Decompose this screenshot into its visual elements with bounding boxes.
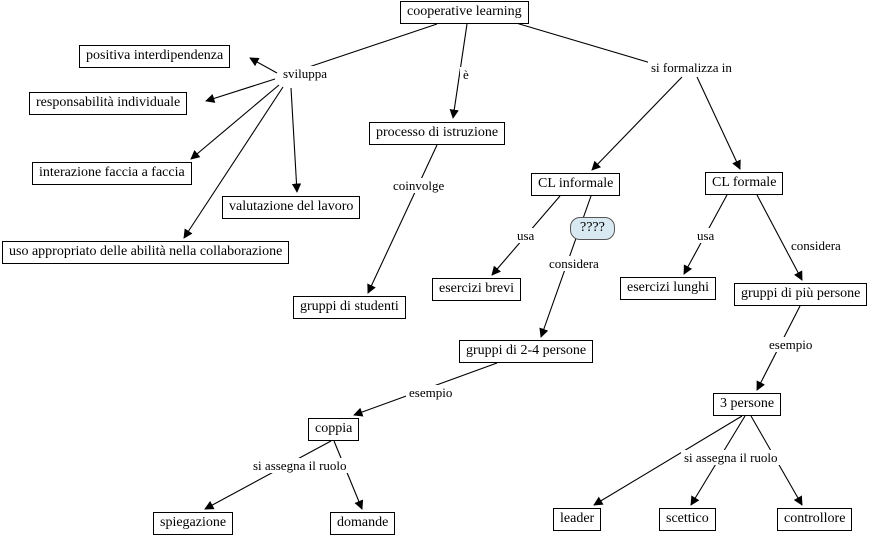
edge-arrow-gruppi-studenti [367, 144, 438, 294]
node-cl-informale[interactable]: CL informale [531, 173, 621, 196]
edge-label-esempio-informale[interactable]: esempio [406, 385, 456, 400]
edge-label-coinvolge[interactable]: coinvolge [390, 178, 448, 193]
node-question-marks[interactable]: ???? [570, 217, 615, 240]
edge-arrow-gruppi-piu [756, 194, 803, 281]
edge-arrow-valutazione [290, 87, 302, 193]
node-valutazione-del-lavoro[interactable]: valutazione del lavoro [222, 196, 361, 219]
node-gruppi-di-studenti[interactable]: gruppi di studenti [293, 296, 406, 319]
edge-arrow-leader [593, 415, 743, 506]
node-interazione-faccia-a-faccia[interactable]: interazione faccia a faccia [32, 162, 192, 185]
node-esercizi-lunghi[interactable]: esercizi lunghi [620, 277, 717, 300]
edge-label-esempio-formale[interactable]: esempio [766, 337, 816, 352]
node-spiegazione[interactable]: spiegazione [153, 512, 234, 535]
edge-label-considera-informale[interactable]: considera [546, 256, 602, 271]
node-esercizi-brevi[interactable]: esercizi brevi [432, 278, 522, 301]
edge-arrow-spiegazione [204, 440, 332, 510]
node-gruppi-di-2-4-persone[interactable]: gruppi di 2-4 persone [459, 340, 594, 363]
node-leader[interactable]: leader [553, 508, 602, 531]
edge-arrow-uso-appropriato [183, 86, 284, 239]
edge-label-sviluppa[interactable]: sviluppa [280, 66, 331, 81]
edge-label-si-assegna-ruolo-coppia[interactable]: si assegna il ruolo [250, 458, 350, 473]
node-controllore[interactable]: controllore [777, 508, 853, 531]
edge-arrow-cl-informale [591, 76, 683, 171]
edge-arrow-cl-formale [696, 76, 741, 170]
node-processo-di-istruzione[interactable]: processo di istruzione [369, 122, 506, 145]
edge-label-e[interactable]: è [460, 67, 472, 82]
node-3-persone[interactable]: 3 persone [713, 393, 782, 416]
edge-label-considera-formale[interactable]: considera [788, 238, 844, 253]
edge-arrow-responsabilita [205, 78, 276, 103]
node-responsabilita-individuale[interactable]: responsabilità individuale [29, 92, 188, 115]
node-positiva-interdipendenza[interactable]: positiva interdipendenza [79, 45, 231, 68]
node-cooperative-learning[interactable]: cooperative learning [400, 1, 529, 24]
edge-label-usa-formale[interactable]: usa [694, 228, 718, 243]
edge-arrow-domande [333, 440, 364, 510]
node-cl-formale[interactable]: CL formale [705, 172, 784, 195]
edge-arrow-interazione [190, 84, 280, 160]
node-scettico[interactable]: scettico [659, 508, 716, 531]
node-gruppi-di-piu-persone[interactable]: gruppi di più persone [734, 283, 868, 306]
edge-label-usa-informale[interactable]: usa [514, 228, 538, 243]
edge-arrow-positiva [249, 57, 278, 74]
node-coppia[interactable]: coppia [308, 418, 360, 441]
node-domande[interactable]: domande [330, 512, 396, 535]
edge-label-si-assegna-ruolo-tre[interactable]: si assegna il ruolo [681, 450, 781, 465]
node-uso-appropriato[interactable]: uso appropriato delle abilità nella coll… [2, 241, 290, 264]
edge-label-si-formalizza-in[interactable]: si formalizza in [648, 60, 735, 75]
